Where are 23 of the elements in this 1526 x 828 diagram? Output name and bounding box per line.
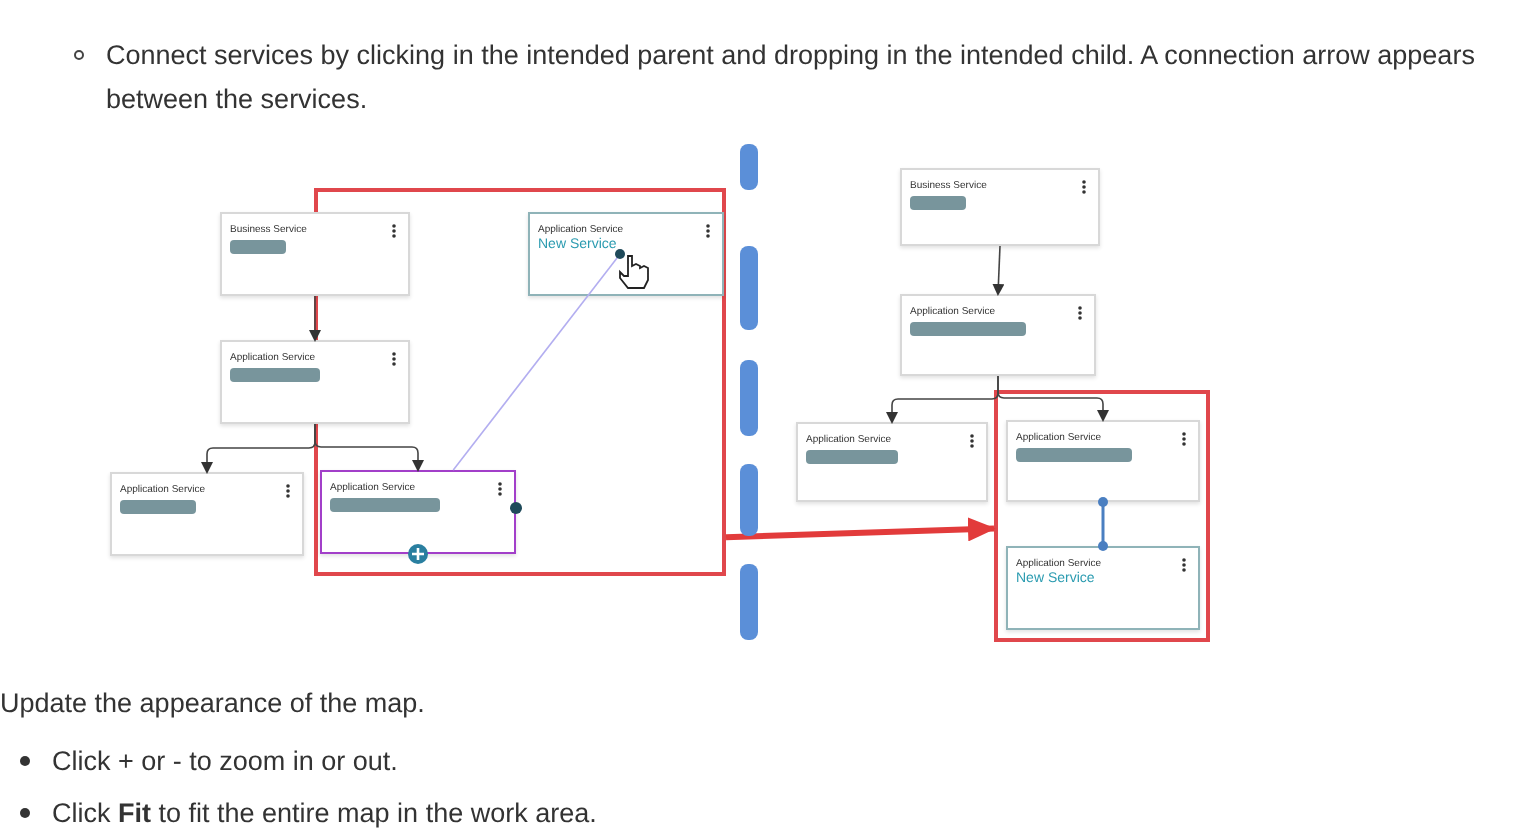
connector-arrow xyxy=(997,375,1109,422)
paragraph-text: Update the appearance of the map. xyxy=(0,686,427,722)
paragraph-text: Click + or - to zoom in or out. xyxy=(52,744,400,780)
service-card xyxy=(110,472,304,556)
paragraph-text: Click Fit to fit the entire map in the work area. xyxy=(52,796,599,828)
service-card xyxy=(900,168,1100,246)
highlight-frame xyxy=(314,188,726,576)
service-card xyxy=(220,212,410,296)
service-card xyxy=(220,340,410,424)
connector-arrow xyxy=(309,295,321,342)
highlight-frame xyxy=(994,390,1210,642)
connection-line xyxy=(452,253,621,471)
service-card xyxy=(1006,546,1200,630)
connection-line xyxy=(1098,497,1108,551)
service-card xyxy=(796,422,988,502)
connector-arrow xyxy=(992,245,1005,296)
paragraph-text: Connect services by clicking in the intended parent and dropping in the intended child. A connection arrow appears between the services. xyxy=(106,38,1477,118)
service-card xyxy=(528,212,724,296)
service-card xyxy=(900,294,1096,376)
connector-arrow xyxy=(314,423,424,472)
pointer-arrow xyxy=(725,517,996,542)
service-card xyxy=(320,470,516,554)
service-card xyxy=(1006,420,1200,502)
